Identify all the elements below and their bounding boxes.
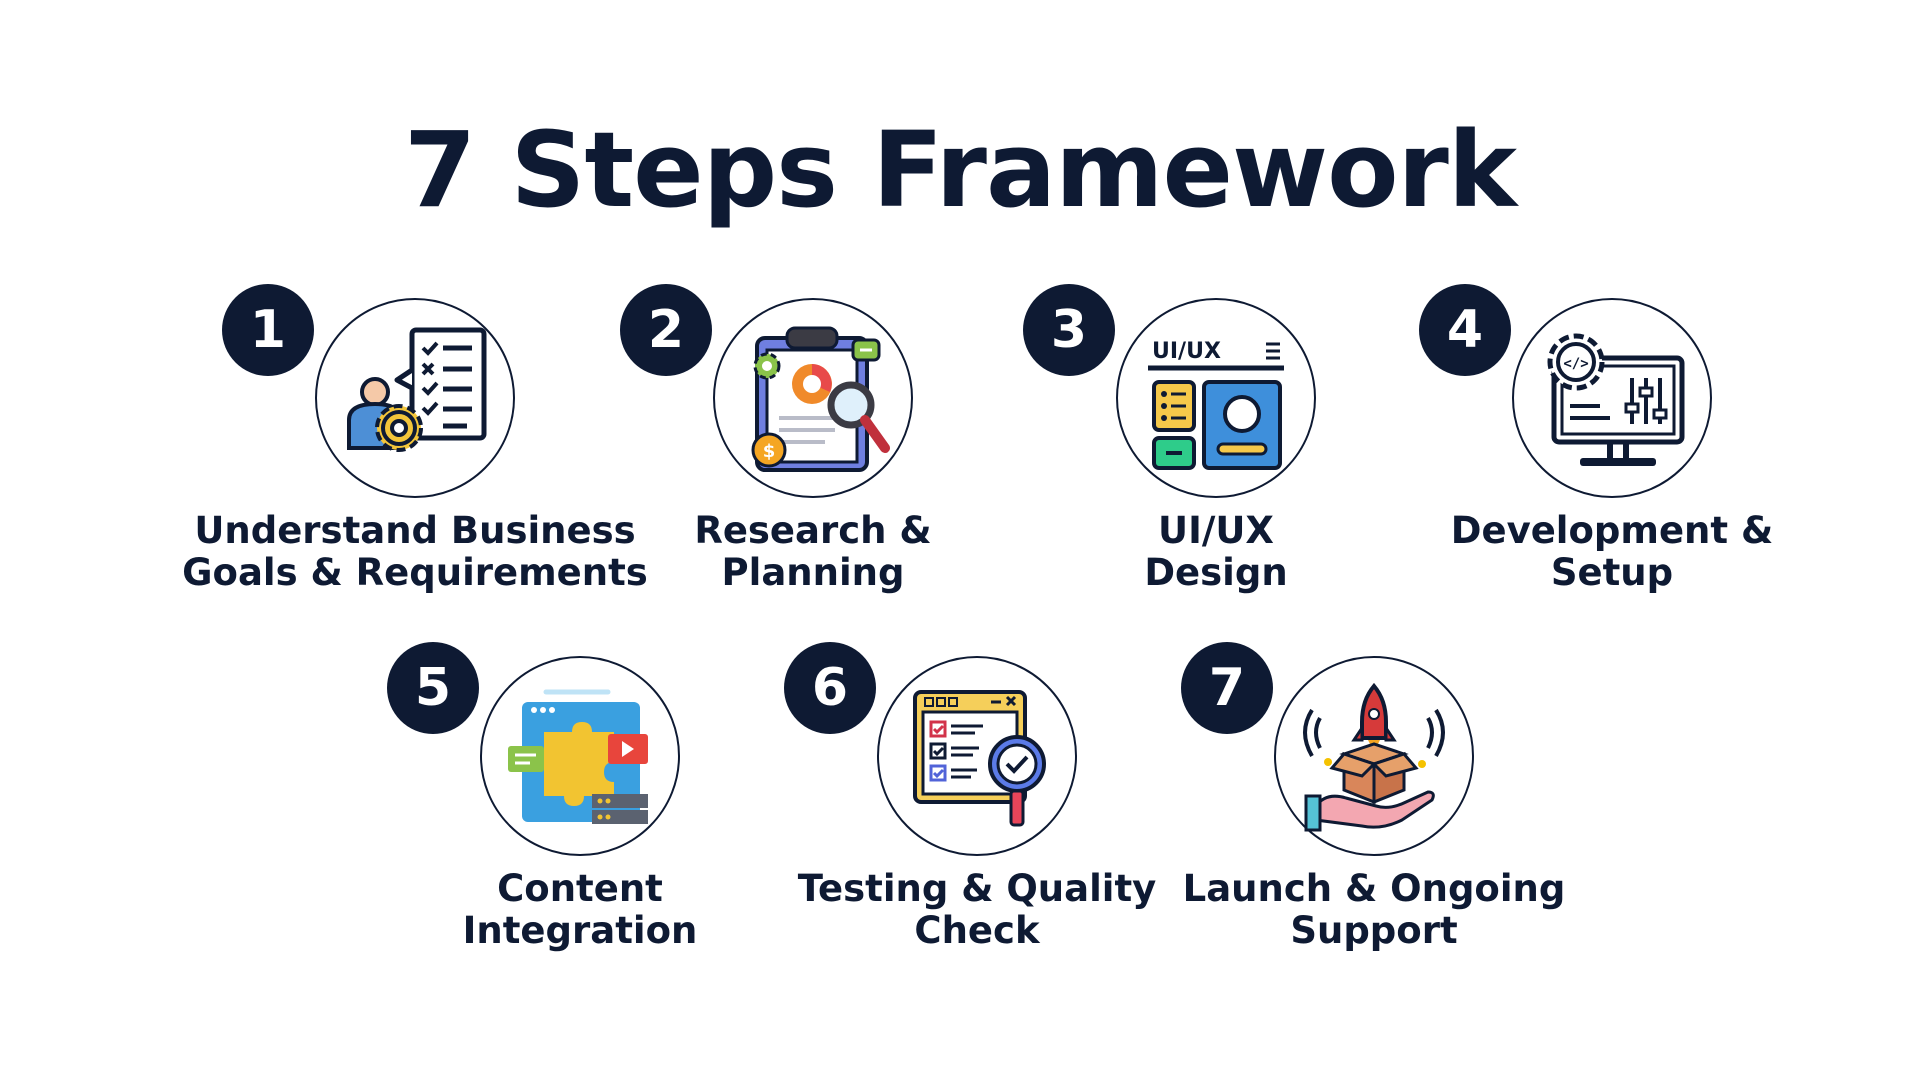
step-3: UI/UX 3 UI/UX Design xyxy=(976,284,1456,678)
page-title: 7 Steps Framework xyxy=(403,109,1517,231)
step-7-label: Launch & Ongoing Support xyxy=(1182,867,1566,952)
step-5-number-badge: 5 xyxy=(387,642,479,734)
step-3-number-badge: 3 xyxy=(1023,284,1115,376)
step-2-number-badge: 2 xyxy=(620,284,712,376)
step-1-number-badge: 1 xyxy=(222,284,314,376)
step-3-icon-circle: UI/UX xyxy=(1116,298,1316,498)
step-2: $ 2 Research & Planning xyxy=(573,284,1053,678)
research-clipboard-icon: $ xyxy=(751,326,890,472)
step-3-label: UI/UX Design xyxy=(1144,509,1288,594)
step-4-icon-circle: </> xyxy=(1512,298,1712,498)
step-6: 6 Testing & Quality Check xyxy=(737,642,1217,1036)
ui-ux-design-icon: UI/UX xyxy=(1148,339,1284,470)
step-2-label: Research & Planning xyxy=(694,509,932,594)
step-1: 1 Understand Business Goals & Requiremen… xyxy=(175,284,655,678)
step-4-number-badge: 4 xyxy=(1419,284,1511,376)
step-7-number-badge: 7 xyxy=(1181,642,1273,734)
step-1-icon-circle xyxy=(315,298,515,498)
ui-ux-icon-text: UI/UX xyxy=(1152,339,1221,364)
step-2-icon-circle: $ xyxy=(713,298,913,498)
step-7: 7 Launch & Ongoing Support xyxy=(1134,642,1614,1036)
development-monitor-icon: </> xyxy=(1547,333,1685,466)
step-5-label: Content Integration xyxy=(462,867,698,952)
launch-rocket-icon xyxy=(1303,682,1445,832)
svg-text:$: $ xyxy=(763,441,776,462)
requirements-checklist-icon xyxy=(347,327,487,452)
testing-checklist-icon xyxy=(913,690,1046,827)
step-6-icon-circle xyxy=(877,656,1077,856)
step-1-label: Understand Business Goals & Requirements xyxy=(182,509,648,594)
step-5: 5 Content Integration xyxy=(340,642,820,1036)
step-6-label: Testing & Quality Check xyxy=(797,867,1157,952)
step-4-label: Development & Setup xyxy=(1450,509,1774,594)
svg-text:</>: </> xyxy=(1563,356,1588,372)
step-7-icon-circle xyxy=(1274,656,1474,856)
step-4: </> 4 Development & Setup xyxy=(1372,284,1852,678)
step-5-icon-circle xyxy=(480,656,680,856)
content-puzzle-icon xyxy=(508,689,648,824)
step-6-number-badge: 6 xyxy=(784,642,876,734)
